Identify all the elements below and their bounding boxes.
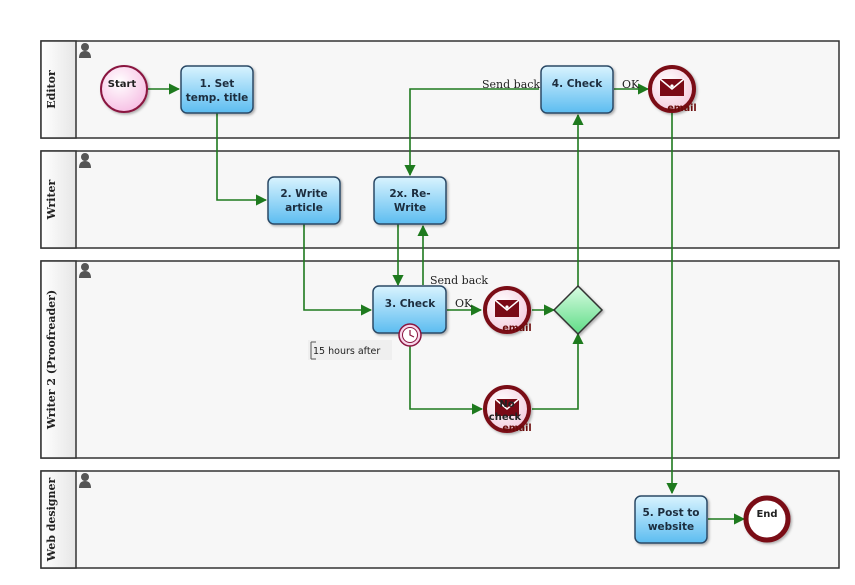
- lane-title-writer: Writer: [45, 179, 58, 220]
- end-event-label: End: [756, 509, 777, 520]
- flow-t4-send-back: [404, 88, 539, 177]
- task-2x-line-1: 2x. Re-: [389, 188, 430, 200]
- message-event-editor[interactable]: email: [648, 65, 697, 114]
- label-editor-send-back: Send back: [482, 78, 540, 91]
- message-no-check-line-2: check: [489, 412, 522, 423]
- message-event-no-check[interactable]: No check email: [483, 385, 532, 434]
- exclusive-gateway[interactable]: [552, 284, 604, 336]
- task-3-check[interactable]: 3. Check: [372, 285, 447, 334]
- task-4-check[interactable]: 4. Check: [540, 65, 614, 114]
- flow-nocheck-to-gateway: [532, 332, 584, 410]
- start-event[interactable]: Start: [100, 65, 148, 113]
- task-5-line-2: website: [648, 521, 694, 533]
- start-event-label: Start: [108, 79, 137, 90]
- label-editor-ok: OK: [622, 78, 640, 91]
- task-3-line-1: 3. Check: [385, 298, 436, 310]
- message-editor-label: email: [667, 103, 696, 114]
- label-proof-ok: OK: [455, 297, 473, 310]
- label-proof-send-back: Send back: [430, 274, 488, 287]
- message-no-check-line-1: No: [499, 399, 514, 410]
- message-event-proof[interactable]: email: [483, 286, 532, 334]
- task-2-line-1: 2. Write: [280, 188, 327, 200]
- task-1-line-1: 1. Set: [200, 78, 235, 90]
- timer-note: 15 hours after: [308, 340, 392, 360]
- end-event[interactable]: End: [743, 495, 791, 543]
- task-1-set-title[interactable]: 1. Set temp. title: [180, 65, 254, 114]
- message-proof-label: email: [502, 323, 531, 334]
- task-1-line-2: temp. title: [186, 92, 249, 104]
- envelope-icon: [494, 398, 520, 416]
- lane-title-editor: Editor: [45, 70, 58, 109]
- task-5-line-1: 5. Post to: [642, 507, 699, 519]
- envelope-icon: [494, 299, 520, 317]
- flow-t1-to-t2: [216, 113, 268, 206]
- flow-t2-to-t3: [303, 224, 373, 316]
- task-2-line-2: article: [285, 202, 323, 214]
- sequence-flows: [148, 83, 746, 525]
- task-2-write-article[interactable]: 2. Write article: [267, 176, 341, 225]
- task-2x-line-2: Write: [394, 202, 426, 214]
- task-4-line-1: 4. Check: [552, 78, 603, 90]
- flow-timer-to-nocheck: [409, 346, 484, 415]
- lane-title-writer2: Writer 2 (Proofreader): [45, 290, 58, 430]
- timer-boundary-event[interactable]: [398, 323, 422, 347]
- lane-title-webdesigner: Web designer: [45, 478, 58, 563]
- message-no-check-line-3: email: [502, 423, 531, 434]
- task-5-post-to-website[interactable]: 5. Post to website: [634, 495, 708, 544]
- task-2x-rewrite[interactable]: 2x. Re- Write: [373, 176, 447, 225]
- timer-note-text: 15 hours after: [313, 346, 380, 357]
- envelope-icon: [659, 78, 685, 96]
